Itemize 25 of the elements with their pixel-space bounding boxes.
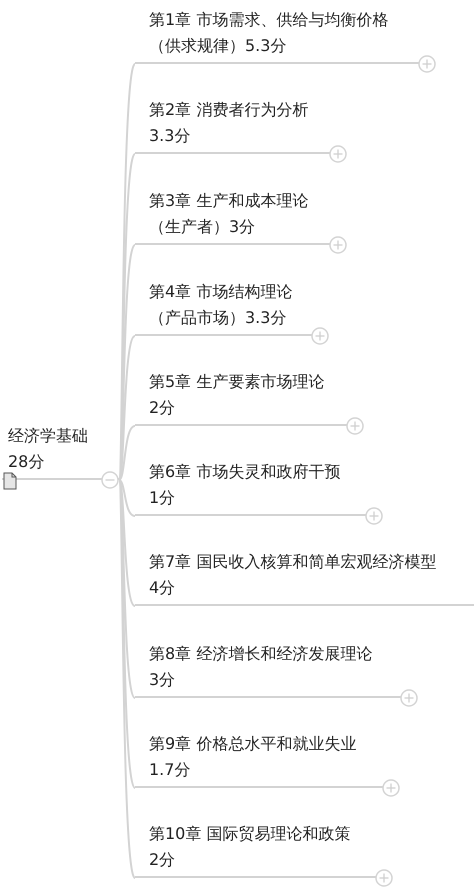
topic-score: 28分 xyxy=(8,451,44,473)
topic-score: （生产者）3分 xyxy=(149,216,256,238)
branch-line xyxy=(118,479,136,517)
topic-score: 1分 xyxy=(149,487,176,509)
topic-score: 1.7分 xyxy=(149,759,190,781)
topic-title: 第8章 经济增长和经济发展理论 xyxy=(149,643,372,665)
topic-title: 第4章 市场结构理论 xyxy=(149,281,292,303)
topic-title: 第10章 国际贸易理论和政策 xyxy=(149,823,350,845)
topic-score: 2分 xyxy=(149,849,176,871)
topic-title: 第2章 消费者行为分析 xyxy=(149,99,308,121)
branch-line xyxy=(118,480,136,878)
topic-score: 3分 xyxy=(149,669,176,691)
topic-score: 3.3分 xyxy=(149,125,190,147)
topic-score: （供求规律）5.3分 xyxy=(149,35,286,57)
topic-score: （产品市场）3.3分 xyxy=(149,307,286,329)
topic-title: 第1章 市场需求、供给与均衡价格 xyxy=(149,9,388,31)
topic-score: 4分 xyxy=(149,577,176,599)
topic-title: 经济学基础 xyxy=(8,425,88,447)
topic-title: 第3章 生产和成本理论 xyxy=(149,190,308,212)
branch-line xyxy=(118,425,136,481)
topic-title: 第9章 价格总水平和就业失业 xyxy=(149,733,356,755)
topic-title: 第6章 市场失灵和政府干预 xyxy=(149,461,340,483)
topic-title: 第7章 国民收入核算和简单宏观经济模型 xyxy=(149,551,436,573)
topic-score: 2分 xyxy=(149,397,176,419)
topic-title: 第5章 生产要素市场理论 xyxy=(149,371,324,393)
